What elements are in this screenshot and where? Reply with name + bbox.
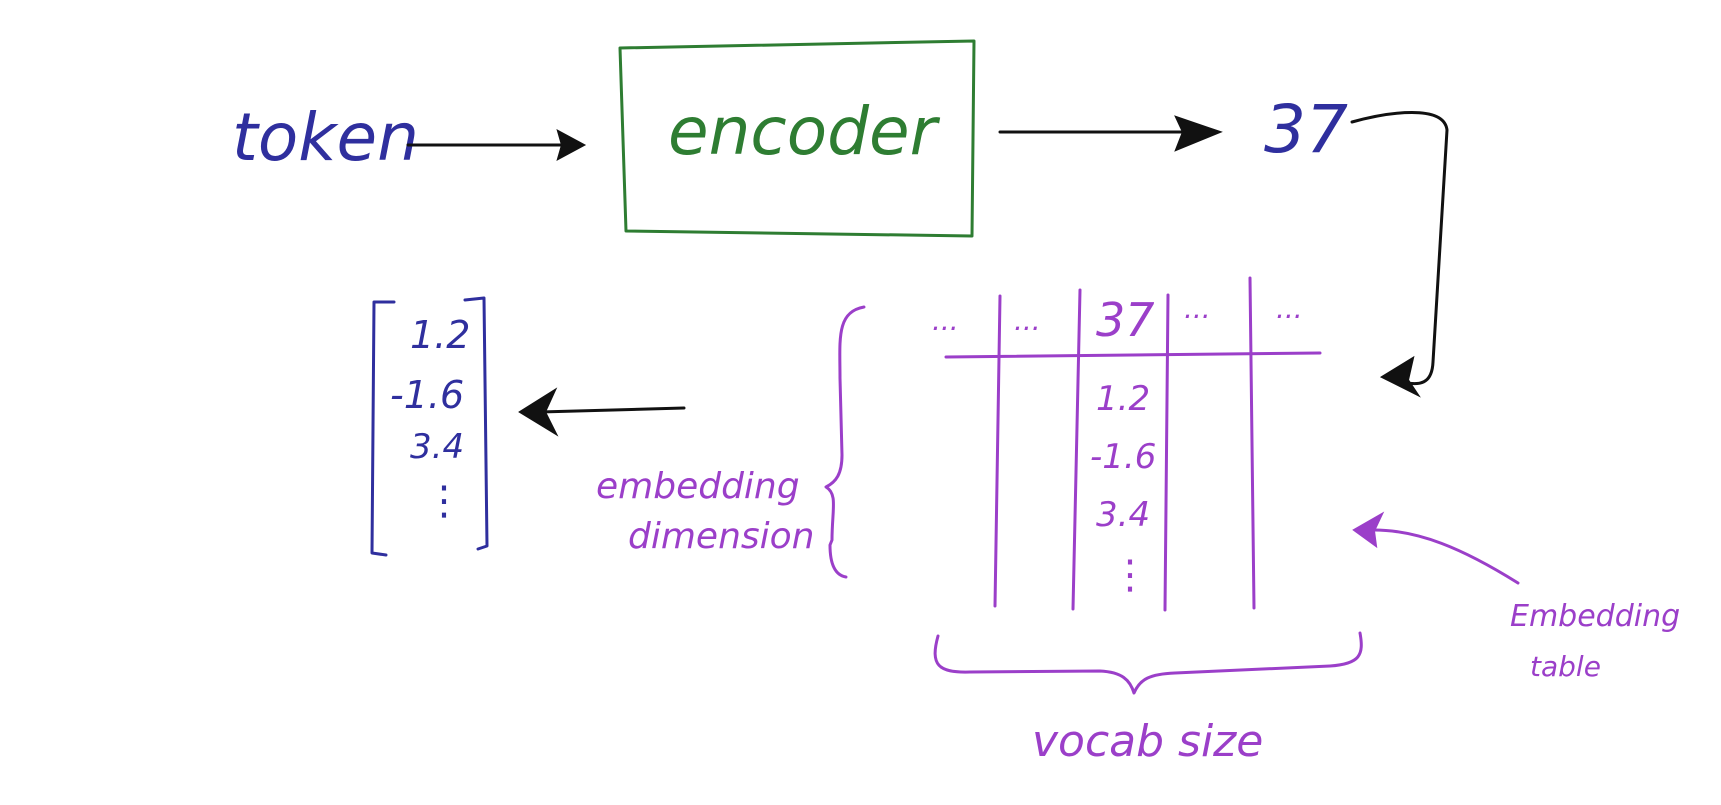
embedding-vector-bracket (370, 296, 489, 557)
vector-value-1: 1.2 (410, 313, 470, 357)
table-column-value-ellipsis: ⋮ (1110, 552, 1150, 598)
embedding-dimension-brace (824, 305, 866, 579)
embedding-table-label-line2: table (1530, 650, 1601, 683)
embedding-table-annotation-arrow (1352, 511, 1520, 585)
arrow-table-to-vector (518, 387, 686, 437)
table-header-cell-4: ... (1184, 292, 1211, 325)
table-column-value-1: 1.2 (1096, 379, 1150, 419)
table-header-cell-1: ... (932, 304, 959, 337)
arrow-encoder-to-token-id (998, 115, 1223, 152)
token-label: token (232, 99, 419, 176)
embedding-dimension-label-line1: embedding (596, 466, 800, 507)
vocab-size-brace (933, 631, 1363, 695)
encoder-label: encoder (668, 93, 941, 170)
vocab-size-label: vocab size (1032, 716, 1263, 767)
table-column-value-2: -1.6 (1090, 437, 1156, 477)
table-header-cell-3: 37 (1096, 293, 1155, 347)
vector-value-3: 3.4 (410, 427, 464, 467)
vector-value-2: -1.6 (390, 373, 464, 417)
embedding-table-label-line1: Embedding (1510, 599, 1680, 634)
table-header-cell-2: ... (1014, 304, 1041, 337)
encoder-box (618, 39, 976, 238)
vector-value-ellipsis: ⋮ (424, 478, 464, 524)
table-header-cell-5: ... (1276, 292, 1303, 325)
table-column-value-3: 3.4 (1096, 495, 1150, 535)
token-id-label: 37 (1264, 91, 1348, 168)
arrow-token-to-encoder (406, 128, 587, 162)
embedding-dimension-label-line2: dimension (628, 516, 815, 557)
arrow-token-id-to-table (1350, 111, 1449, 398)
embedding-table-grid (944, 276, 1322, 612)
